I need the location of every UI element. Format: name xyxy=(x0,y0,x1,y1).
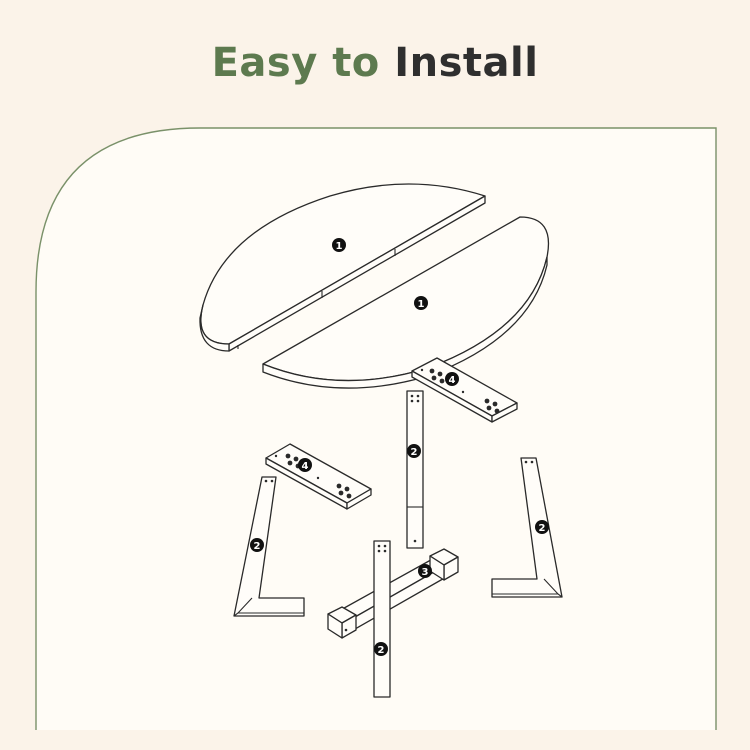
leg-left xyxy=(233,476,305,617)
svg-text:2: 2 xyxy=(254,541,261,552)
page-title: Easy to Install xyxy=(0,40,750,86)
badge-bracket-right: 4 xyxy=(445,372,459,386)
svg-text:4: 4 xyxy=(449,375,456,386)
bracket-left xyxy=(265,443,372,510)
badge-leg-right: 2 xyxy=(535,520,549,534)
badge-leg-center: 2 xyxy=(407,444,421,458)
svg-text:1: 1 xyxy=(336,241,343,252)
leg-front xyxy=(373,540,391,698)
badge-tabletop-right: 1 xyxy=(414,296,428,310)
tabletop-half-left xyxy=(199,183,486,352)
svg-text:1: 1 xyxy=(418,299,425,310)
svg-text:4: 4 xyxy=(302,461,309,472)
title-main: Install xyxy=(394,40,539,86)
title-accent: Easy to xyxy=(211,40,380,86)
leg-right xyxy=(491,457,563,598)
badge-tabletop-left: 1 xyxy=(332,238,346,252)
bracket-right xyxy=(411,357,518,423)
svg-text:3: 3 xyxy=(422,567,429,578)
tabletop-half-right xyxy=(262,216,550,389)
badge-bracket-left: 4 xyxy=(298,458,312,472)
badge-leg-front: 2 xyxy=(374,642,388,656)
badge-leg-left: 2 xyxy=(250,538,264,552)
leg-center xyxy=(406,390,424,549)
svg-text:2: 2 xyxy=(411,447,418,458)
svg-text:2: 2 xyxy=(539,523,546,534)
svg-text:2: 2 xyxy=(378,645,385,656)
badge-base-bar: 3 xyxy=(418,564,432,578)
